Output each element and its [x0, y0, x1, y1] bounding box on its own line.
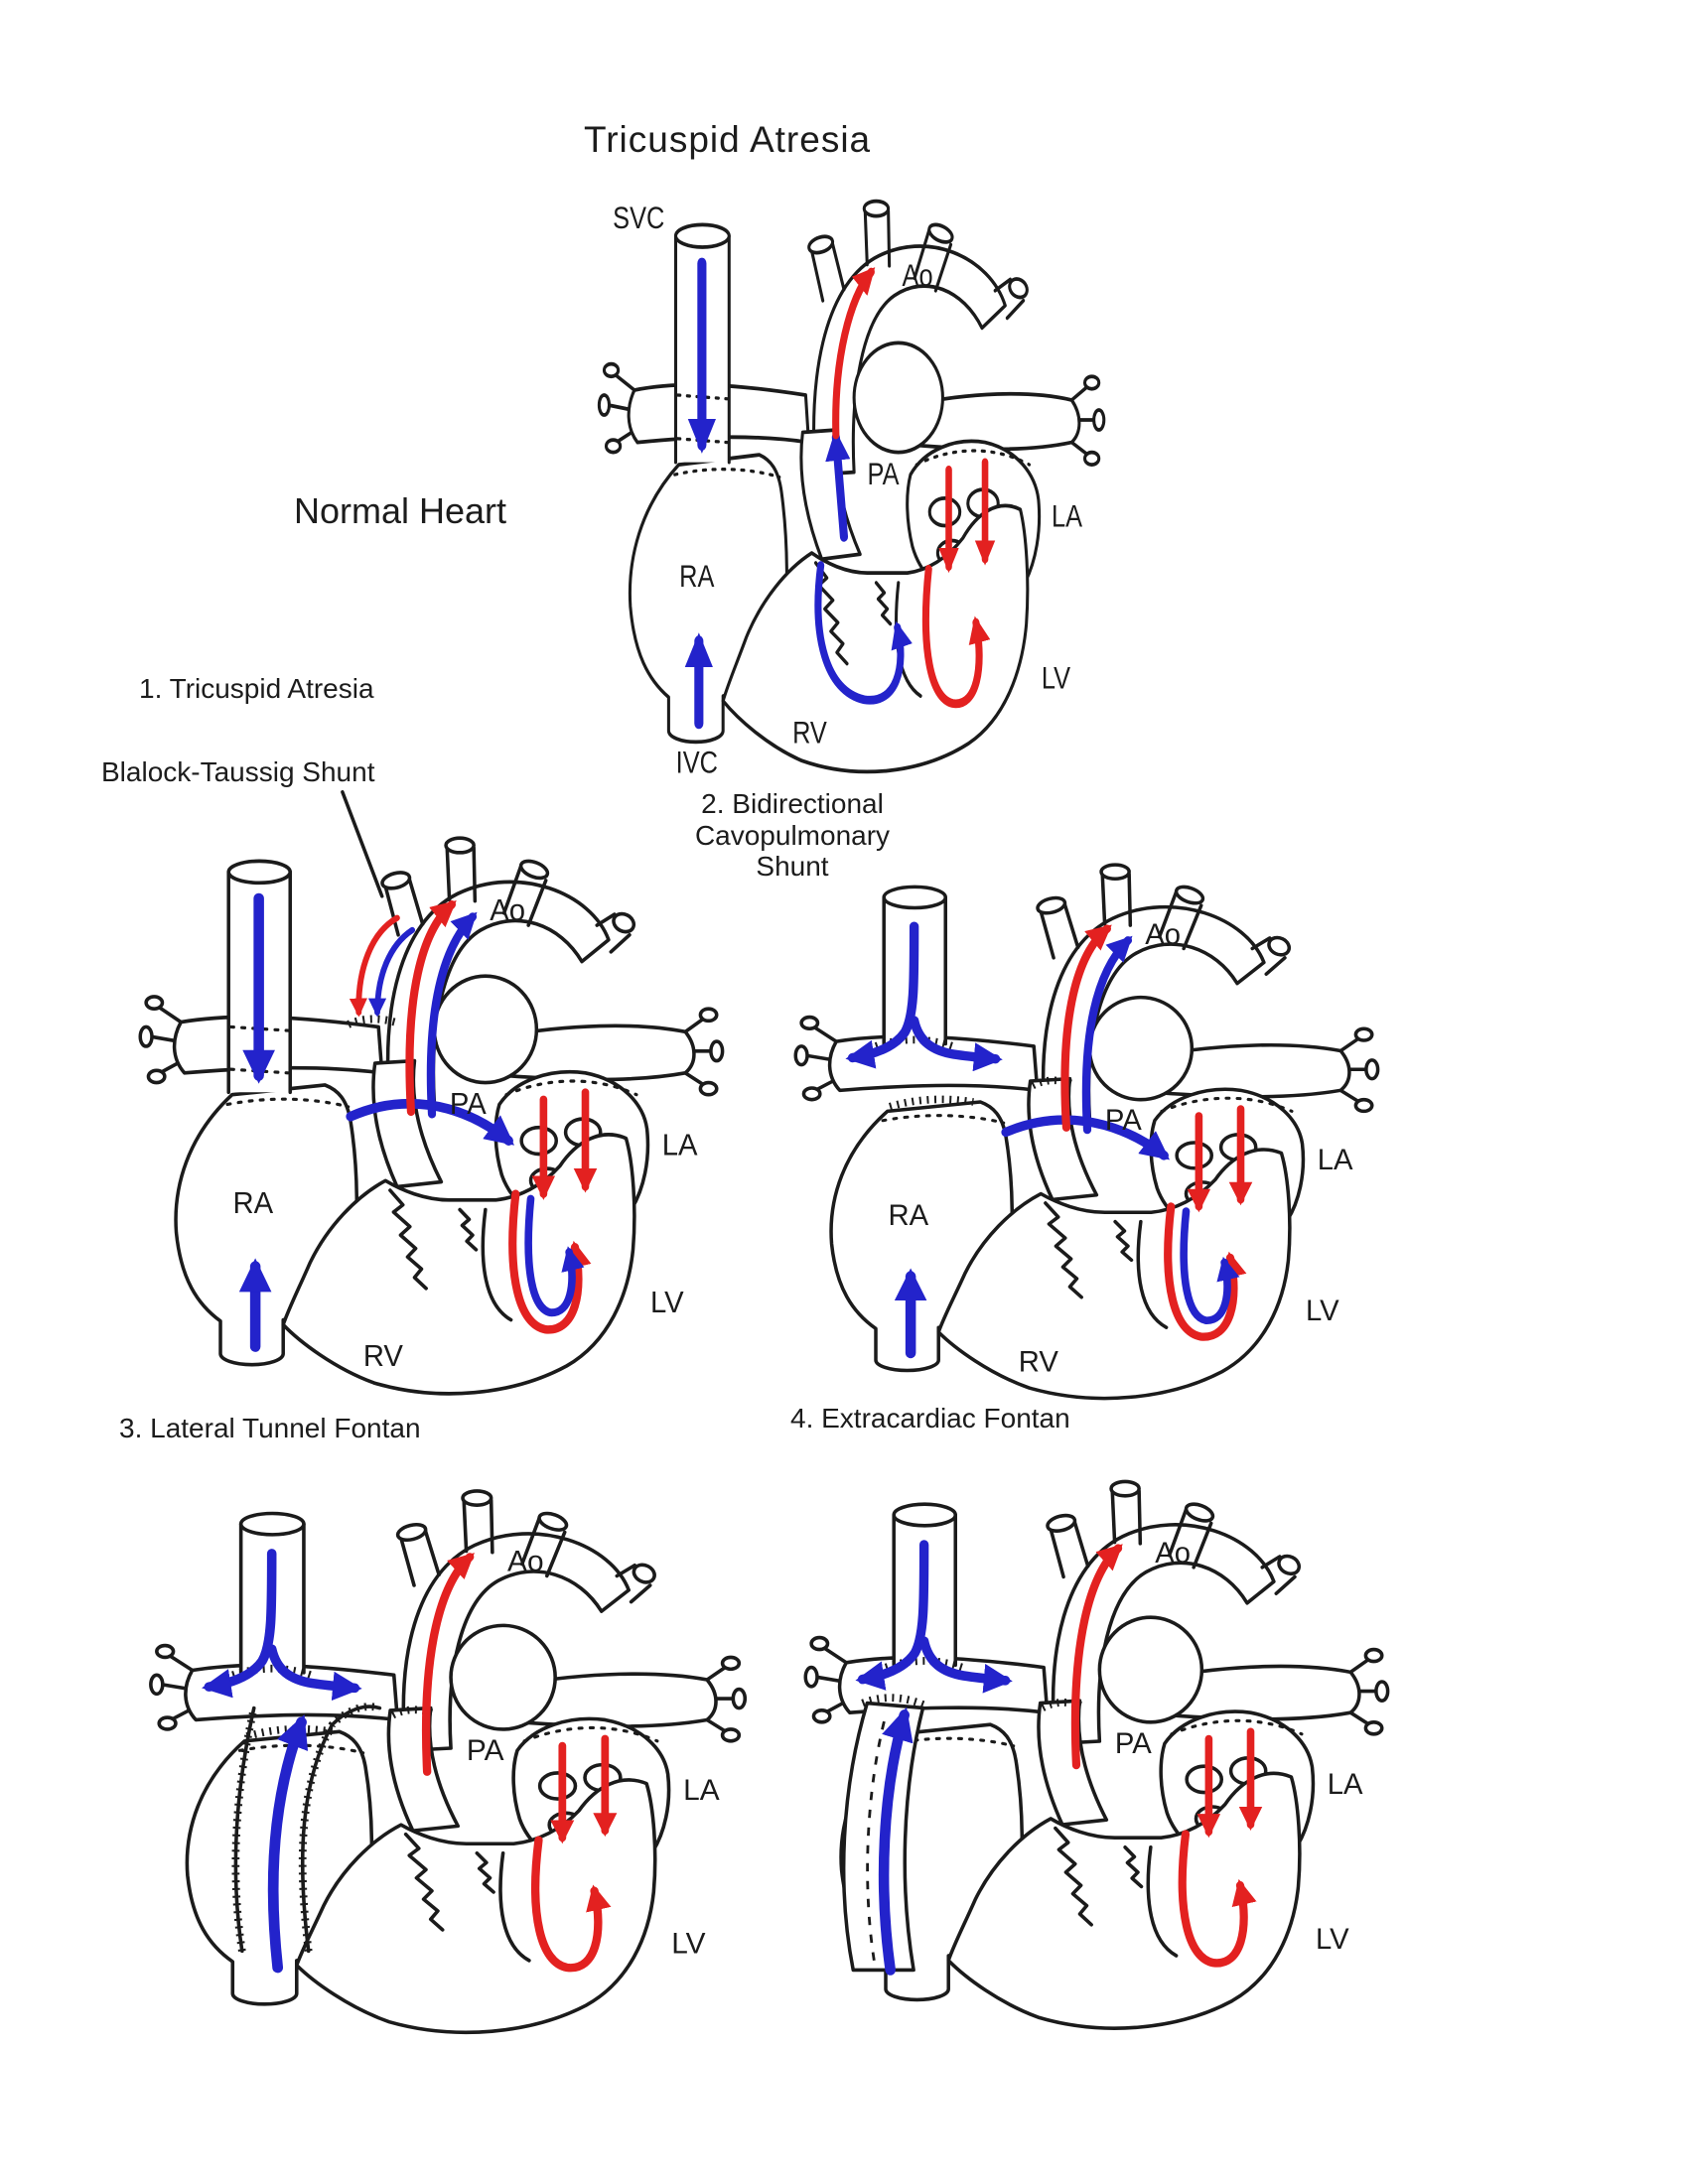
aorta-red-arrow [421, 1553, 475, 1776]
label-rv: RV [792, 716, 827, 751]
aorta-blue-arrow [1081, 935, 1133, 1135]
label-ao: Ao [490, 894, 525, 928]
label-svc: SVC [613, 202, 664, 236]
svc-to-right-pa-arrow [266, 1644, 362, 1702]
label-ra: RA [888, 1200, 928, 1232]
caption-stage2-line2: Cavopulmonary [694, 819, 891, 851]
stage2-bidirectional-cavopulmonary-shunt-diagram: Ao PA RA LA LV RV [793, 863, 1380, 1401]
label-pa: PA [1105, 1105, 1142, 1137]
label-lv: LV [1306, 1296, 1339, 1327]
lateral-tunnel-left-wall [233, 1706, 256, 1954]
tunnel-flow-arrow [267, 1714, 309, 1974]
label-pa: PA [450, 1088, 487, 1122]
aorta-blue-arrow [426, 911, 478, 1119]
label-pa: PA [1115, 1727, 1152, 1760]
label-ao: Ao [507, 1546, 544, 1578]
aorta-red-arrow [405, 900, 457, 1117]
label-rv: RV [363, 1339, 403, 1373]
svc-to-left-pa-arrow [202, 1549, 277, 1699]
stage4-extracardiac-fontan-diagram: Ao PA LA LV [803, 1479, 1390, 2030]
bt-shunt-anastomosis-suture [347, 1015, 396, 1028]
caption-stage1: 1. Tricuspid Atresia [139, 673, 374, 704]
svc-to-left-pa-arrow [845, 921, 919, 1069]
conduit-top-anastomosis-suture [861, 1694, 927, 1709]
label-la: LA [662, 1129, 698, 1162]
ra-stump-suture [245, 1724, 334, 1740]
label-la: LA [683, 1774, 720, 1807]
label-ivc: IVC [676, 746, 718, 780]
caption-blalock-taussig-shunt: Blalock-Taussig Shunt [101, 756, 375, 787]
pa-flow-arrow [825, 429, 851, 542]
figure-title: Tricuspid Atresia [584, 119, 872, 160]
bt-shunt-red-arrow [349, 914, 400, 1018]
svc-to-right-pa-arrow [909, 1016, 1003, 1072]
label-pa: PA [868, 458, 900, 492]
label-ra: RA [232, 1187, 273, 1221]
caption-stage2-line3: Shunt [756, 851, 829, 883]
label-ra: RA [679, 559, 714, 594]
rv-flow-arrow [814, 561, 913, 705]
lv-red-arrow [1178, 1830, 1257, 1968]
lv-flow-arrow [921, 564, 991, 708]
conduit-posterior-dashed-line [866, 1714, 888, 1962]
lateral-tunnel-right-suture [298, 1703, 381, 1952]
svc-to-left-pa-arrow [855, 1540, 929, 1691]
label-rv: RV [1019, 1347, 1059, 1379]
normal-heart-diagram: SVC Ao PA RA LA LV RV IVC [597, 199, 1106, 780]
caption-stage3: 3. Lateral Tunnel Fontan [119, 1413, 421, 1443]
conduit-flow-arrow [878, 1706, 914, 1976]
caption-stage2-line1: 2. Bidirectional [701, 788, 884, 819]
lv-red-arrow [1164, 1202, 1247, 1341]
label-la: LA [1328, 1767, 1363, 1800]
lv-blue-arrow [524, 1194, 585, 1317]
lv-red-arrow [508, 1189, 592, 1334]
caption-normal-heart: Normal Heart [294, 490, 507, 531]
lv-red-arrow [530, 1836, 612, 1973]
label-ao: Ao [1145, 919, 1181, 951]
label-pa: PA [467, 1734, 504, 1767]
label-lv: LV [650, 1287, 684, 1320]
svc-to-right-pa-arrow [918, 1636, 1013, 1694]
label-ao: Ao [903, 258, 933, 293]
bt-shunt-blue-arrow [367, 926, 416, 1018]
aorta-red-arrow [1070, 1544, 1123, 1770]
lv-blue-arrow [1180, 1207, 1240, 1324]
aorta-red-arrow [1060, 924, 1112, 1132]
bt-shunt-leader-line [341, 790, 384, 898]
label-lv: LV [1316, 1922, 1349, 1955]
label-la: LA [1052, 499, 1082, 534]
stage3-lateral-tunnel-fontan-diagram: Ao PA LA LV [149, 1489, 748, 2035]
label-la: LA [1318, 1145, 1353, 1176]
ra-stump-suture [888, 1095, 974, 1111]
label-lv: LV [1042, 661, 1070, 696]
caption-stage4: 4. Extracardiac Fontan [790, 1403, 1070, 1433]
label-ao: Ao [1155, 1537, 1191, 1570]
label-lv: LV [671, 1928, 705, 1961]
aorta-flow-arrow [832, 267, 876, 440]
stage1-tricuspid-atresia-diagram: Ao PA RA LA LV RV [138, 790, 725, 1396]
